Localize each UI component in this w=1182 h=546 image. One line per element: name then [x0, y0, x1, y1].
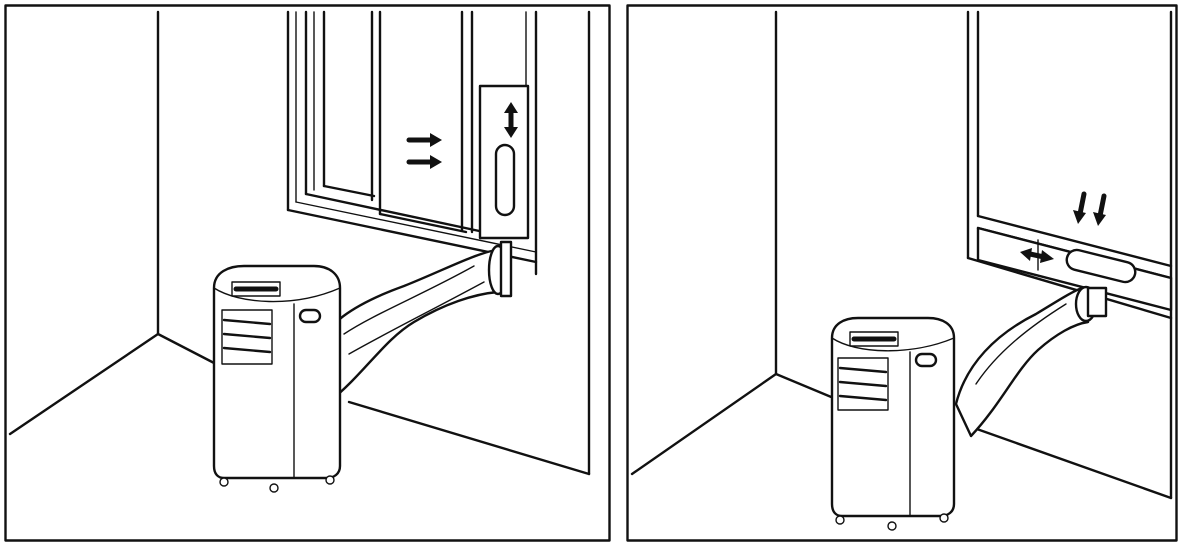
- panel-vertical-window: [626, 4, 1178, 542]
- panel-horizontal-window-drawing: [4, 4, 611, 542]
- portable-air-conditioner-icon: [214, 266, 340, 492]
- arrow-down-icon: [1093, 196, 1106, 226]
- arrow-down-icon: [1073, 194, 1086, 224]
- panel-vertical-window-drawing: [626, 4, 1178, 542]
- handle: [916, 354, 936, 366]
- panel-horizontal-window: [4, 4, 611, 542]
- portable-air-conditioner-icon: [832, 318, 954, 530]
- arrow-right-icon: [409, 133, 442, 147]
- handle: [300, 310, 320, 322]
- exhaust-hose-icon: [956, 287, 1106, 436]
- arrow-right-icon: [409, 155, 442, 169]
- window-kit-panel: [480, 86, 528, 238]
- window-kit-slot: [496, 145, 514, 215]
